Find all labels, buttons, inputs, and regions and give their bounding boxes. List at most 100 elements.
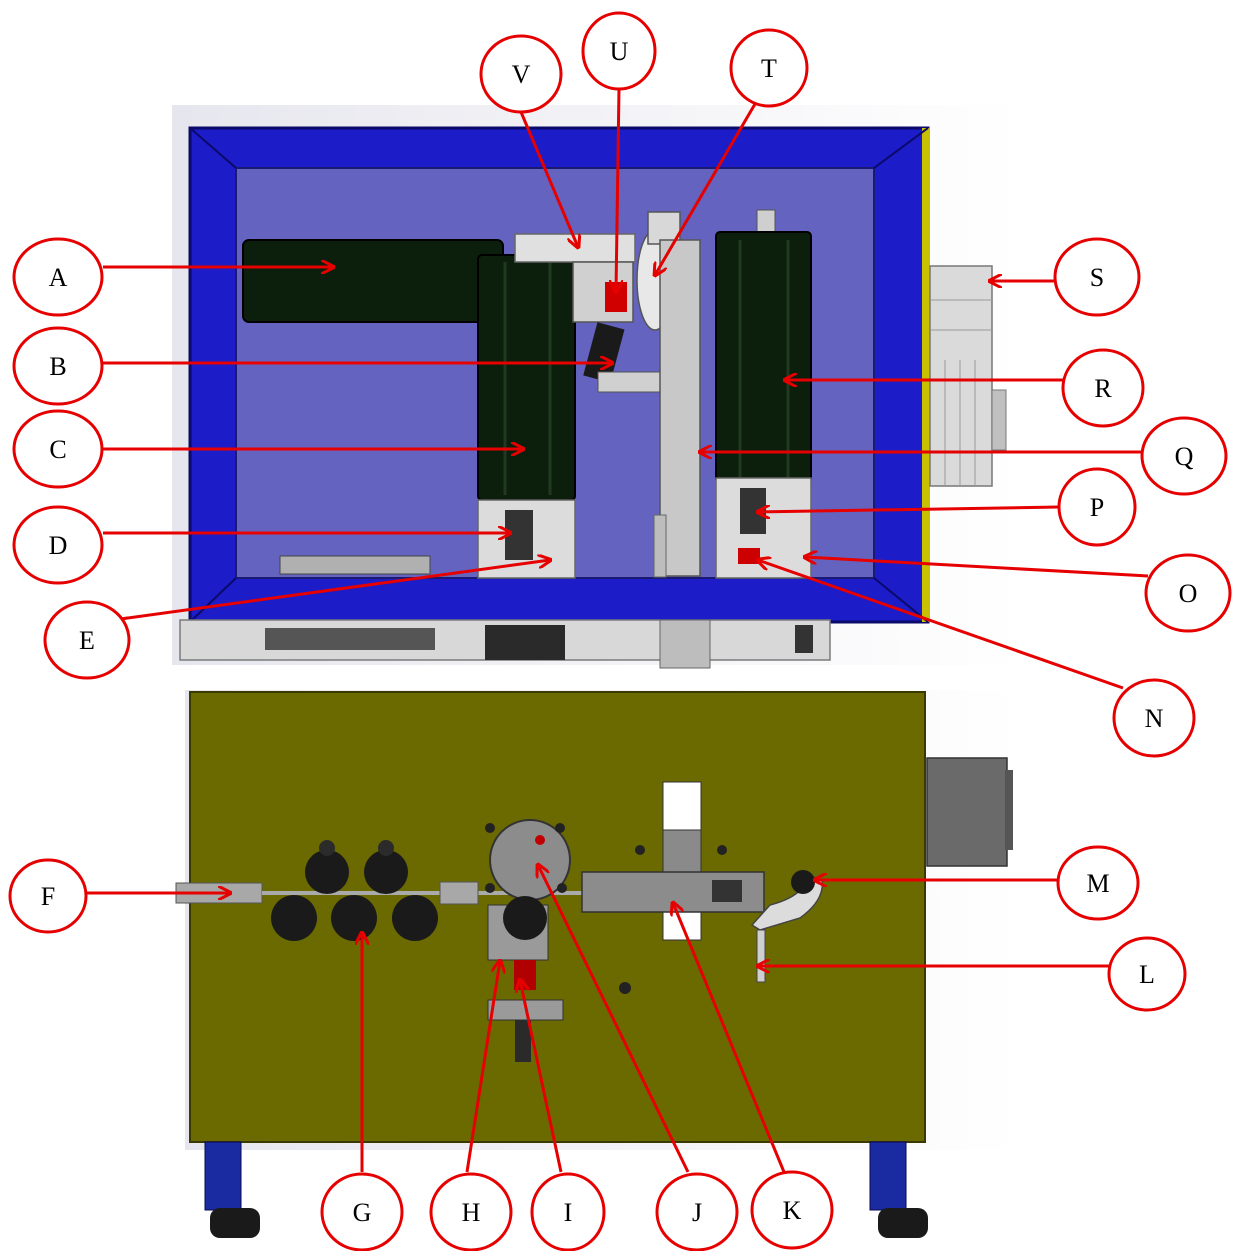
- callout-label-f: F: [41, 882, 55, 911]
- base-gear: [485, 625, 565, 660]
- motor-c-body: [477, 254, 576, 501]
- callout-t: T: [655, 28, 809, 275]
- callout-label-l: L: [1139, 960, 1155, 989]
- callout-label-n: N: [1145, 704, 1164, 733]
- callout-label-r: R: [1094, 374, 1112, 403]
- cutter-slide-top: [662, 781, 702, 831]
- callout-label-t: T: [761, 54, 777, 83]
- callout-label-q: Q: [1175, 442, 1194, 471]
- side-motor-box: [926, 757, 1008, 867]
- callout-a: A: [12, 237, 333, 317]
- motor-a-body: [242, 239, 504, 323]
- leg-left: [204, 1141, 242, 1211]
- callout-bubble-k: [750, 1170, 834, 1250]
- side-box-s: [929, 265, 993, 487]
- callout-label-k: K: [783, 1196, 802, 1225]
- callout-bubble-g: [320, 1172, 404, 1252]
- callout-bubble-i: [530, 1172, 606, 1252]
- leader-line-i: [520, 980, 563, 1173]
- callout-bubble-d: [12, 505, 104, 585]
- straightener-rollers-g: [271, 840, 438, 941]
- leader-line-p: [758, 507, 1060, 512]
- callout-j: J: [538, 865, 739, 1252]
- front-view: [175, 690, 1020, 1238]
- callout-label-i: I: [564, 1198, 573, 1227]
- callout-label-m: M: [1086, 869, 1109, 898]
- base-support: [659, 619, 711, 669]
- callout-i: I: [520, 980, 606, 1252]
- callout-bubble-b: [12, 326, 104, 406]
- callout-bubble-r: [1061, 348, 1145, 428]
- exit-roller-m: [791, 870, 815, 894]
- caster-left: [210, 1208, 260, 1238]
- callout-v: V: [479, 34, 578, 247]
- callout-bubble-p: [1057, 467, 1137, 547]
- leader-line-e: [112, 560, 550, 622]
- callout-s: S: [990, 237, 1141, 317]
- callout-label-g: G: [353, 1198, 372, 1227]
- leader-line-k: [673, 903, 786, 1173]
- lever-b: [583, 322, 625, 383]
- callout-label-u: U: [610, 37, 629, 66]
- callout-bubble-t: [729, 28, 809, 108]
- leg-right: [869, 1141, 907, 1211]
- leader-line-o: [805, 557, 1149, 578]
- leader-line-v: [519, 111, 578, 247]
- leader-line-h: [465, 961, 500, 1173]
- callout-label-e: E: [79, 626, 95, 655]
- callout-label-v: V: [512, 60, 531, 89]
- leader-line-n: [758, 560, 1124, 690]
- callout-bubble-a: [12, 237, 104, 317]
- callout-p: P: [758, 467, 1137, 547]
- callout-label-c: C: [49, 435, 66, 464]
- leader-line-u: [616, 87, 619, 292]
- callout-bubble-c: [12, 409, 104, 489]
- interior-terminal-block: [279, 555, 431, 575]
- callout-bubble-l: [1107, 936, 1187, 1012]
- callout-label-o: O: [1179, 579, 1198, 608]
- base-connectors: [265, 628, 435, 650]
- callout-label-j: J: [692, 1198, 702, 1227]
- feed-roller: [503, 896, 547, 940]
- motor-r-body: [715, 231, 812, 483]
- callout-d: D: [12, 505, 510, 585]
- callout-bubble-f: [8, 858, 88, 934]
- leader-line-t: [655, 103, 757, 275]
- callout-f: F: [8, 858, 230, 934]
- callout-k: K: [673, 903, 834, 1250]
- callout-n: N: [758, 560, 1196, 758]
- callout-bubble-m: [1056, 845, 1140, 921]
- callout-m: M: [815, 845, 1140, 921]
- callout-b: B: [12, 326, 612, 406]
- callout-label-s: S: [1090, 263, 1104, 292]
- sensor-n: [738, 548, 760, 564]
- callout-bubble-h: [429, 1172, 513, 1252]
- callout-label-p: P: [1090, 493, 1104, 522]
- callout-bubble-e: [43, 600, 131, 680]
- lever-arm: [597, 371, 669, 393]
- callout-e: E: [43, 560, 550, 680]
- support-column-q: [659, 239, 701, 577]
- wire-guide: [439, 881, 479, 905]
- callout-label-a: A: [49, 263, 68, 292]
- callout-r: R: [785, 348, 1145, 428]
- callout-c: C: [12, 409, 523, 489]
- callout-q: Q: [700, 416, 1228, 496]
- callout-bubble-v: [479, 34, 563, 114]
- callout-o: O: [805, 553, 1232, 633]
- callout-bubble-j: [655, 1172, 739, 1252]
- coupling-d: [505, 510, 533, 560]
- callout-bubble-q: [1140, 416, 1228, 496]
- leader-line-j: [538, 865, 690, 1173]
- callout-bubble-n: [1112, 678, 1196, 758]
- tension-spring-i: [514, 960, 536, 990]
- callout-g: G: [320, 933, 404, 1252]
- callout-u: U: [581, 11, 657, 292]
- callout-bubble-o: [1144, 553, 1232, 633]
- callout-h: H: [429, 961, 513, 1252]
- callout-label-d: D: [49, 531, 68, 560]
- callout-label-h: H: [462, 1198, 481, 1227]
- callout-l: L: [758, 936, 1187, 1012]
- callout-layer: A BC D E F G H I J K L M N O P Q R S T U V: [8, 11, 1232, 1252]
